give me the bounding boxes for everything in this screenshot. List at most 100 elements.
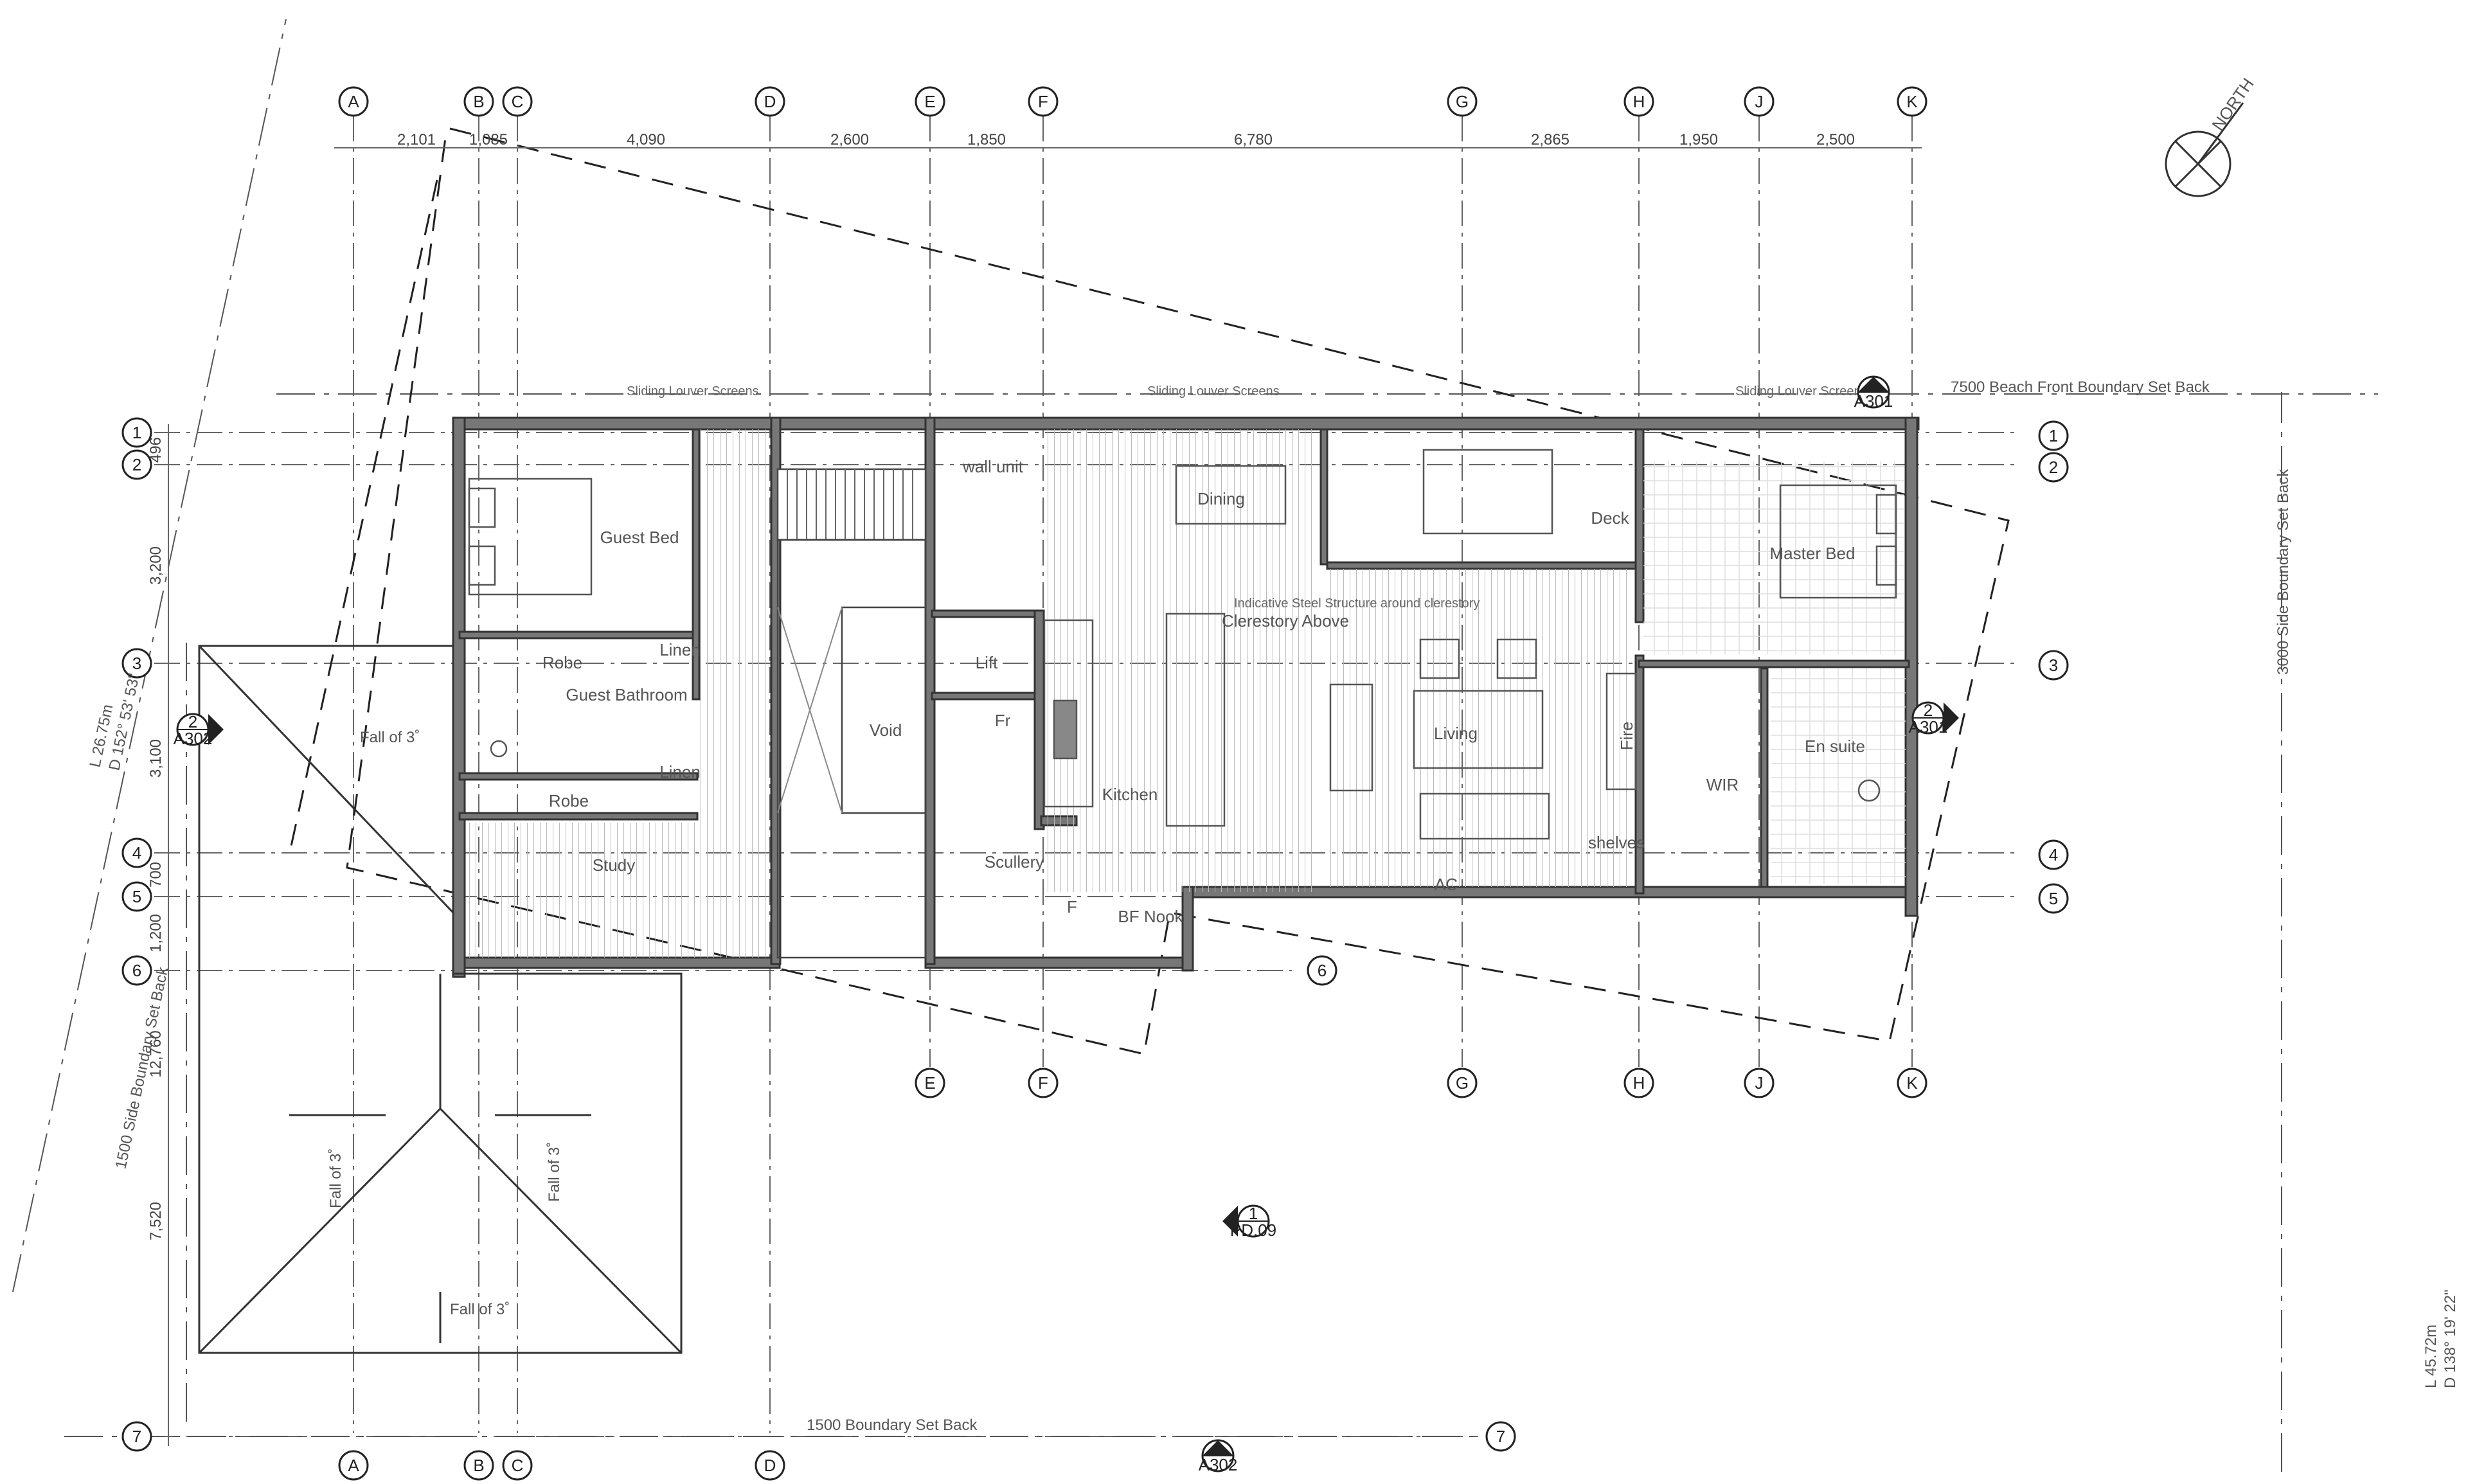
section-marker-right: 2 A301 [1909, 701, 1959, 737]
right-boundary-bearing: D 138° 19' 22" [2442, 1290, 2459, 1388]
svg-text:6: 6 [132, 961, 141, 980]
grid-bubble-mid-e: E [915, 1068, 945, 1098]
grid-bubble-mid-j: J [1744, 1068, 1775, 1098]
furniture [468, 449, 1897, 840]
svg-text:A301: A301 [1909, 717, 1948, 737]
svg-text:D: D [764, 92, 776, 111]
room-ac: AC [1435, 875, 1458, 894]
svg-text:7: 7 [132, 1427, 141, 1446]
room-master-bed: Master Bed [1770, 544, 1855, 563]
grid-bubble-top-d: D [755, 86, 785, 117]
svg-text:F: F [1038, 92, 1048, 111]
louver-note-3: Sliding Louver Screens [1735, 384, 1868, 398]
grid-bubble-left-7: 7 [121, 1421, 152, 1452]
grid-bubble-mid-g: G [1447, 1068, 1478, 1098]
room-scullery: Scullery [985, 852, 1044, 872]
dimension-strings: 2,101 1,085 4,090 2,600 1,850 6,780 2,86… [147, 131, 1922, 1446]
svg-text:PD.09: PD.09 [1230, 1220, 1276, 1240]
north-arrow [2165, 102, 2244, 197]
section-marker-bottom: 1 A302 [1199, 1438, 1238, 1474]
svg-text:A: A [348, 92, 359, 111]
section-marker-left: 2 A302 [174, 712, 224, 748]
grid-bubble-top-b: B [463, 86, 494, 117]
dim-4-5: 700 [147, 862, 165, 888]
grid-bubble-left-5: 5 [121, 881, 152, 912]
grid-bubble-bottom-d: D [755, 1450, 785, 1481]
svg-text:A: A [348, 1456, 359, 1475]
floor-finishes [465, 429, 1906, 958]
room-fire: Fire [1617, 722, 1636, 751]
grid-bubble-bottom-c: C [502, 1450, 533, 1481]
svg-text:B: B [473, 1456, 484, 1475]
svg-text:2: 2 [2049, 458, 2058, 477]
svg-text:F: F [1038, 1073, 1048, 1093]
room-linen-lower: Linen [659, 762, 701, 782]
dim-5-6: 1,200 [147, 914, 165, 952]
svg-text:G: G [1456, 1073, 1469, 1093]
svg-text:1: 1 [2049, 426, 2058, 445]
room-fr: Fr [995, 711, 1011, 730]
dim-b-c: 1,085 [469, 131, 508, 148]
section-marker-top-right: 1 A301 [1854, 375, 1893, 411]
grid-bubble-mid-7: 7 [1485, 1421, 1516, 1452]
grid-bubble-mid-6: 6 [1307, 955, 1337, 986]
svg-text:A302: A302 [174, 729, 213, 748]
dim-x-7: 7,520 [147, 1202, 165, 1240]
dim-6-x: 12,760 [147, 1030, 165, 1077]
svg-text:J: J [1755, 92, 1764, 111]
room-living: Living [1434, 724, 1478, 743]
svg-text:3: 3 [132, 654, 141, 673]
svg-text:2: 2 [1924, 701, 1933, 720]
room-wall-unit: wall unit [962, 457, 1024, 476]
dim-1-2: 496 [147, 437, 165, 463]
grid-bubble-top-h: H [1623, 86, 1654, 117]
north-label: NORTH [2208, 75, 2257, 134]
louver-note-1: Sliding Louver Screens [627, 384, 759, 398]
fall-note-4: Fall of 3˚ [450, 1301, 510, 1318]
svg-text:D: D [764, 1456, 776, 1475]
staircase [776, 468, 927, 959]
room-robe-upper: Robe [542, 653, 582, 672]
dim-j-k: 2,500 [1816, 131, 1855, 148]
steel-structure-note: Indicative Steel Structure around cleres… [1234, 596, 1480, 611]
fall-note-3: Fall of 3˚ [546, 1142, 563, 1202]
svg-text:1: 1 [1213, 1438, 1222, 1458]
grid-bubble-top-g: G [1447, 86, 1478, 117]
room-linen-upper: Linen [659, 640, 701, 659]
svg-text:H: H [1633, 1073, 1645, 1093]
grid-bubble-top-e: E [915, 86, 945, 117]
room-lift: Lift [976, 653, 998, 672]
svg-text:K: K [1906, 92, 1918, 111]
svg-text:G: G [1456, 92, 1469, 111]
svg-text:A302: A302 [1199, 1455, 1238, 1474]
room-bf-nook-1: BF Nook [1118, 907, 1183, 926]
grid-bubble-top-a: A [338, 86, 369, 117]
dim-g-h: 2,865 [1531, 131, 1569, 148]
grid-bubble-right-4: 4 [2038, 839, 2069, 870]
room-shelves: shelves [1588, 833, 1645, 852]
room-f: F [1067, 897, 1077, 916]
beach-setback-note: 7500 Beach Front Boundary Set Back [1951, 379, 2210, 396]
grid-bubble-bottom-a: A [338, 1450, 369, 1481]
grid-bubble-top-j: J [1744, 86, 1775, 117]
louver-note-2: Sliding Louver Screens [1147, 384, 1280, 398]
grid-bubble-bottom-b: B [463, 1450, 494, 1481]
svg-text:1: 1 [1869, 375, 1878, 394]
grid-bubble-right-1: 1 [2038, 420, 2069, 451]
room-ensuite: En suite [1805, 737, 1865, 756]
grid-bubble-left-3: 3 [121, 648, 152, 679]
roof-plan [198, 645, 683, 1354]
fall-note-2: Fall of 3˚ [327, 1149, 344, 1208]
svg-text:4: 4 [2049, 845, 2058, 864]
svg-text:C: C [512, 1456, 524, 1475]
grid-bubble-mid-k: K [1897, 1068, 1927, 1098]
grid-bubble-right-2: 2 [2038, 452, 2069, 483]
dim-c-d: 4,090 [627, 131, 665, 148]
svg-text:E: E [924, 1073, 935, 1093]
room-labels: Guest Bed Robe Linen Guest Bathroom Line… [542, 457, 1865, 926]
grid-bubble-top-f: F [1028, 86, 1059, 117]
dim-2-3: 3,200 [147, 546, 165, 585]
dim-h-j: 1,950 [1679, 131, 1718, 148]
svg-text:3: 3 [2049, 656, 2058, 675]
